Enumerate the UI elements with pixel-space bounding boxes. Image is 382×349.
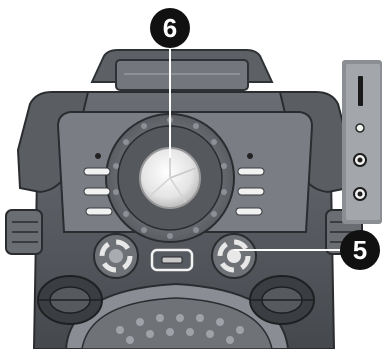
- mic-jack-1[interactable]: [354, 154, 366, 166]
- callout-6-label: 6: [163, 13, 177, 43]
- right-function-button[interactable]: [212, 234, 256, 278]
- callout-5-badge: 5: [340, 230, 380, 270]
- callout-5-label: 5: [353, 235, 367, 265]
- left-function-button[interactable]: [94, 234, 138, 278]
- usb-port-icon[interactable]: [152, 250, 192, 270]
- side-port-panel: [342, 60, 382, 224]
- mic-jack-2[interactable]: [354, 188, 366, 200]
- aux-jack-small[interactable]: [356, 124, 364, 132]
- carry-handle: [92, 50, 272, 90]
- right-tweeter: [250, 276, 314, 324]
- callout-6-badge: 6: [150, 8, 190, 48]
- sd-card-slot-icon[interactable]: [358, 76, 363, 106]
- left-tweeter: [38, 276, 102, 324]
